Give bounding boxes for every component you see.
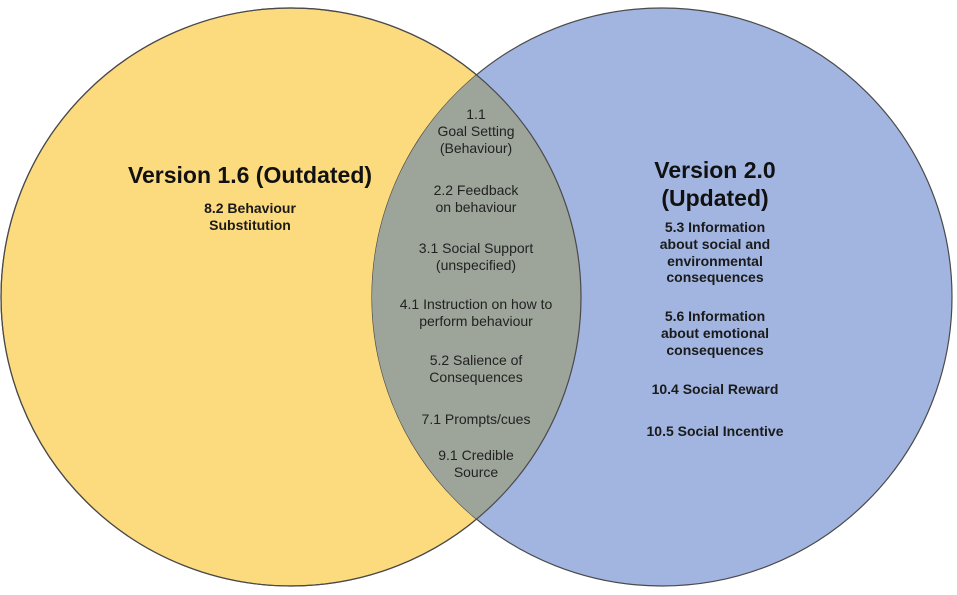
left-item-behaviour-substitution: 8.2 Behaviour Substitution bbox=[204, 200, 296, 233]
overlap-item-salience: 5.2 Salience of Consequences bbox=[429, 352, 523, 385]
left-circle-outline bbox=[0, 7, 582, 587]
right-item-social-environmental: 5.3 Information about social and environ… bbox=[659, 219, 771, 286]
overlap-item-prompts: 7.1 Prompts/cues bbox=[421, 411, 531, 427]
overlap-item-instruction: 4.1 Instruction on how to perform behavi… bbox=[399, 296, 553, 329]
left-title: Version 1.6 (Outdated) bbox=[127, 162, 373, 188]
overlap-item-social-support: 3.1 Social Support (unspecified) bbox=[418, 240, 534, 273]
overlap-item-credible-source: 9.1 Credible Source bbox=[438, 447, 514, 480]
overlap-item-feedback: 2.2 Feedback on behaviour bbox=[433, 182, 519, 215]
overlap-item-goal-setting: 1.1 Goal Setting (Behaviour) bbox=[437, 106, 515, 156]
overlap-region bbox=[372, 8, 581, 586]
right-item-social-reward: 10.4 Social Reward bbox=[651, 381, 779, 397]
right-item-social-incentive: 10.5 Social Incentive bbox=[646, 423, 784, 439]
right-title: Version 2.0 (Updated) bbox=[654, 157, 776, 211]
right-item-emotional: 5.6 Information about emotional conseque… bbox=[660, 308, 770, 358]
